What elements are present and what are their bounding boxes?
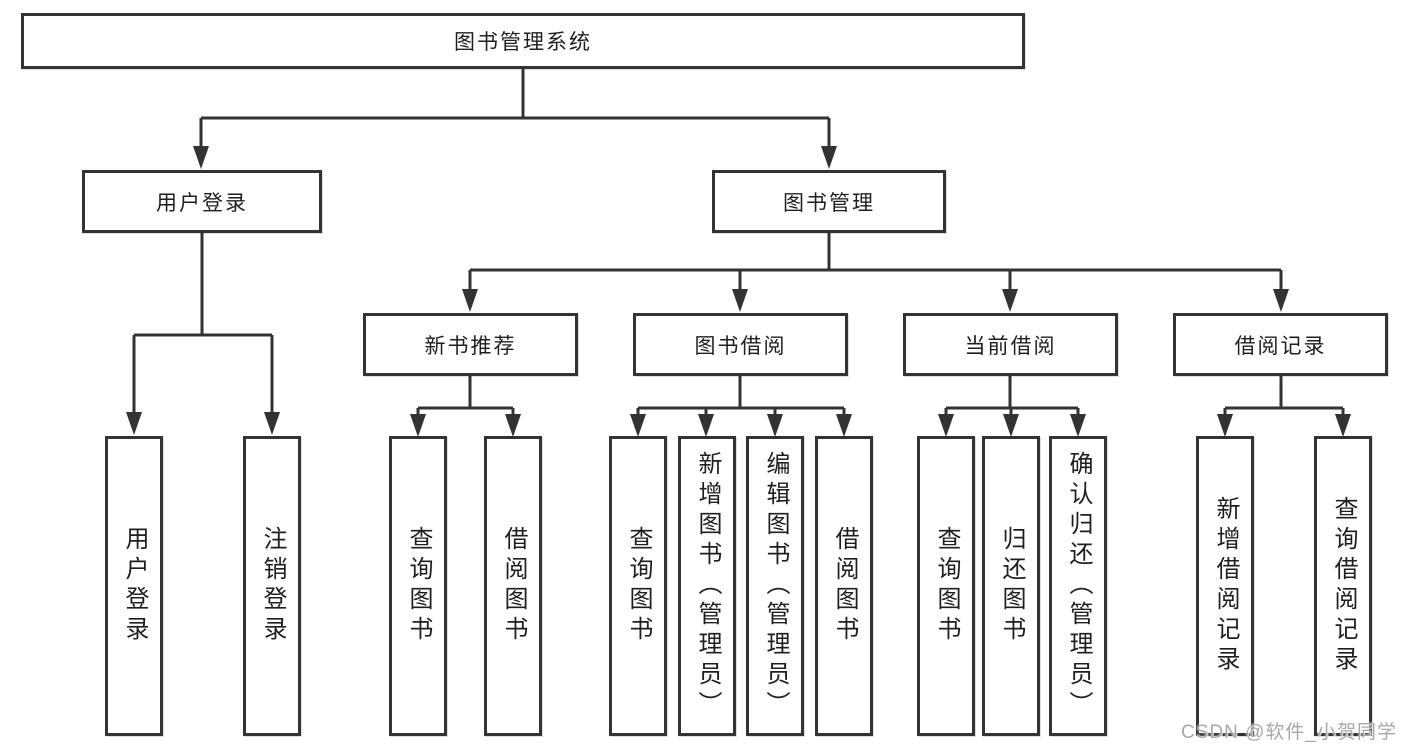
node-current-borrow: 当前借阅 <box>903 313 1118 376</box>
leaf-label: 用户登录 <box>121 526 147 646</box>
leaf-label: 查询图书 <box>933 526 959 646</box>
leaf-query-books-borrow: 查询图书 <box>609 436 667 736</box>
leaf-add-borrow-record: 新增借阅记录 <box>1196 436 1254 736</box>
leaf-return-books: 归还图书 <box>982 436 1040 736</box>
leaf-confirm-return-admin: 确认归还（管理员） <box>1049 436 1107 736</box>
leaf-label: 借阅图书 <box>831 526 857 646</box>
leaf-add-books-admin: 新增图书（管理员） <box>678 436 736 736</box>
csdn-watermark: CSDN @软件_小贺同学 <box>1181 722 1397 743</box>
node-book-management: 图书管理 <box>712 170 946 233</box>
leaf-label: 借阅图书 <box>500 526 526 646</box>
node-borrow-records: 借阅记录 <box>1173 313 1388 376</box>
node-book-borrow: 图书借阅 <box>633 313 848 376</box>
node-new-book-recommend: 新书推荐 <box>363 313 578 376</box>
leaf-label: 确认归还（管理员） <box>1065 451 1091 721</box>
leaf-query-books-recommend: 查询图书 <box>389 436 447 736</box>
node-label: 用户登录 <box>156 191 248 215</box>
leaf-label: 注销登录 <box>259 526 285 646</box>
node-label: 新书推荐 <box>424 334 517 358</box>
leaf-query-books-current: 查询图书 <box>917 436 975 736</box>
node-user-login: 用户登录 <box>82 170 322 233</box>
node-label: 图书借阅 <box>694 334 787 358</box>
leaf-label: 新增借阅记录 <box>1212 496 1238 676</box>
node-label: 当前借阅 <box>964 334 1057 358</box>
leaf-label: 编辑图书（管理员） <box>762 451 788 721</box>
leaf-borrow-books-recommend: 借阅图书 <box>484 436 542 736</box>
leaf-label: 查询图书 <box>405 526 431 646</box>
node-label: 图书管理 <box>783 191 875 215</box>
leaf-borrow-books: 借阅图书 <box>815 436 873 736</box>
leaf-edit-books-admin: 编辑图书（管理员） <box>746 436 804 736</box>
leaf-logout: 注销登录 <box>243 436 301 736</box>
leaf-label: 归还图书 <box>998 526 1024 646</box>
leaf-query-borrow-record: 查询借阅记录 <box>1314 436 1372 736</box>
node-library-system: 图书管理系统 <box>21 13 1025 69</box>
leaf-label: 查询借阅记录 <box>1330 496 1356 676</box>
leaf-label: 查询图书 <box>625 526 651 646</box>
node-label: 图书管理系统 <box>454 31 592 54</box>
leaf-label: 新增图书（管理员） <box>694 451 720 721</box>
node-label: 借阅记录 <box>1234 334 1327 358</box>
leaf-user-login: 用户登录 <box>105 436 163 736</box>
